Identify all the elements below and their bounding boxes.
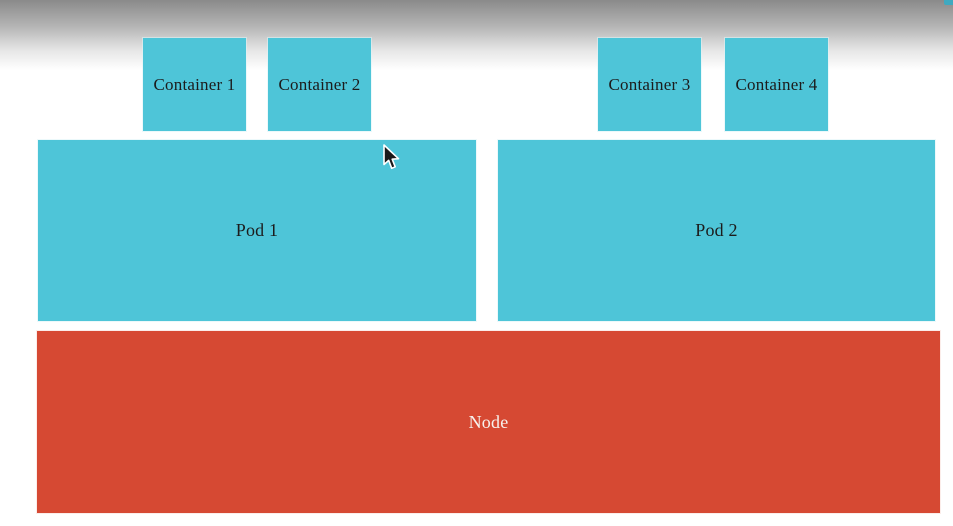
pod-2-box: Pod 2 — [498, 140, 935, 321]
mouse-cursor-icon — [383, 144, 400, 170]
container-1-box: Container 1 — [143, 38, 246, 131]
container-2-label: Container 2 — [278, 74, 361, 94]
container-2-box: Container 2 — [268, 38, 371, 131]
top-right-ui-fragment — [944, 0, 953, 5]
container-3-box: Container 3 — [598, 38, 701, 131]
node-box: Node — [37, 331, 940, 513]
pod-1-label: Pod 1 — [235, 220, 279, 240]
container-4-box: Container 4 — [725, 38, 828, 131]
node-label: Node — [468, 411, 509, 432]
container-1-label: Container 1 — [153, 74, 236, 94]
pod-2-label: Pod 2 — [695, 220, 738, 240]
container-3-label: Container 3 — [608, 74, 691, 94]
container-4-label: Container 4 — [735, 74, 818, 94]
pod-1-box: Pod 1 — [38, 140, 476, 321]
